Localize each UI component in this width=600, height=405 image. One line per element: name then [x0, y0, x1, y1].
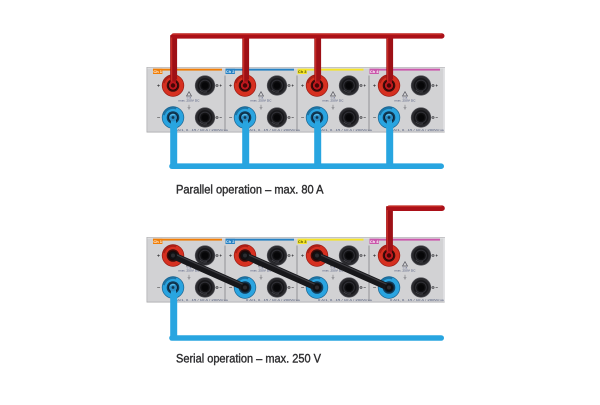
- svg-text:Serial operation – max. 250 V: Serial operation – max. 250 V: [176, 351, 322, 365]
- svg-text:Parallel operation – max. 80 A: Parallel operation – max. 80 A: [176, 182, 324, 196]
